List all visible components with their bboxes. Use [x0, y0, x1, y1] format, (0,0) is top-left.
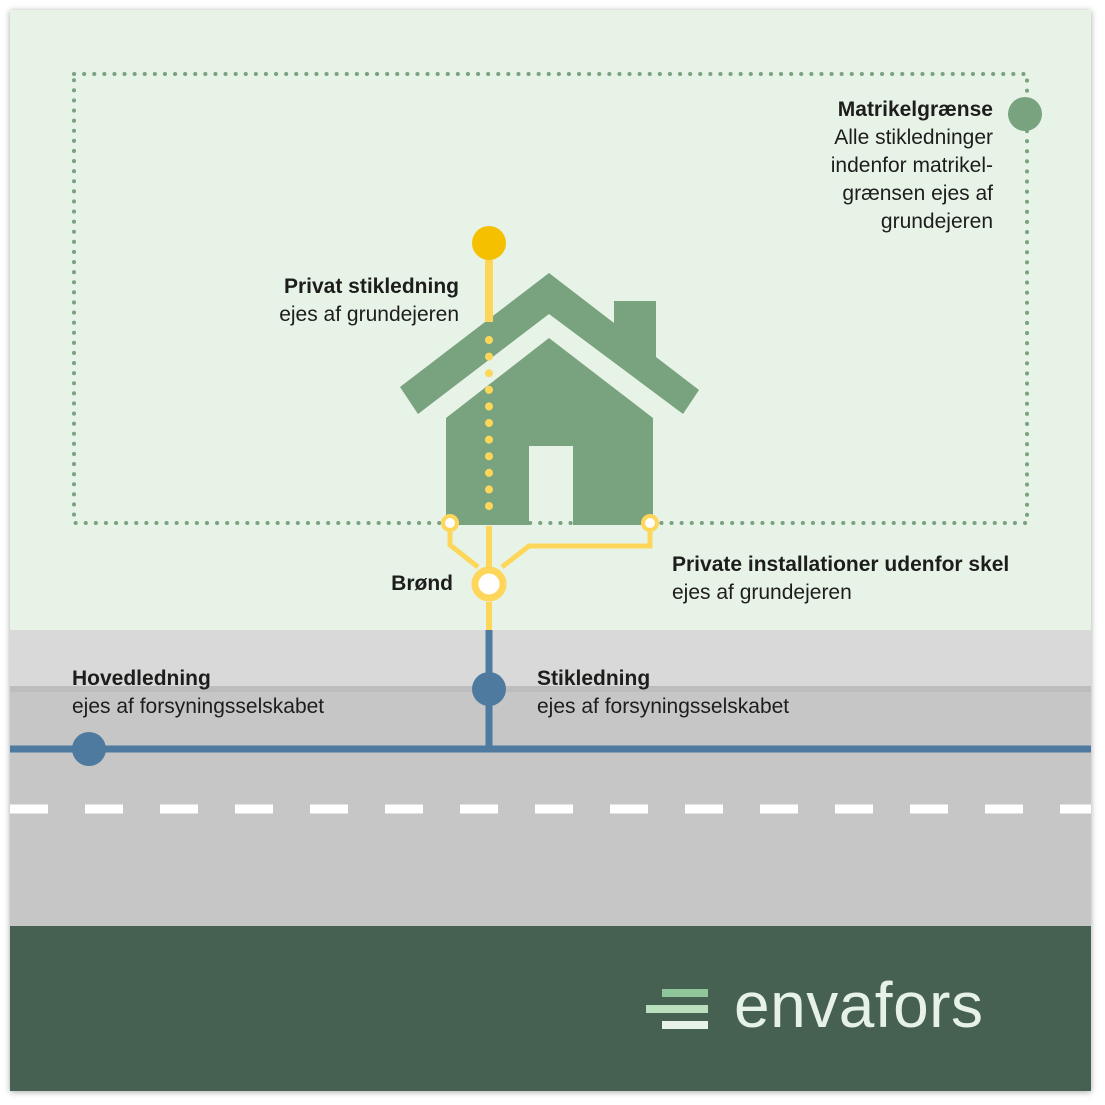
private-installations-title: Private installationer udenfor skel — [672, 553, 1010, 576]
branch-end-right — [641, 514, 659, 532]
property-boundary-title: Matrikelgrænse — [837, 98, 993, 121]
house-body — [446, 338, 653, 525]
property-lawn — [10, 10, 1091, 630]
well-title: Brønd — [391, 572, 453, 595]
boundary-marker-dot — [1008, 97, 1042, 131]
private-pipe-title: Privat stikledning — [283, 275, 459, 298]
branch-end-left — [441, 514, 459, 532]
well-label: Brønd — [391, 570, 453, 598]
private-installations-label: Private installationer udenfor skel ejes… — [672, 551, 1009, 607]
property-boundary-line — [72, 72, 1029, 525]
private-branch-left — [447, 532, 480, 569]
service-pipe-label: Stikledning ejes af forsyningsselskabet — [537, 665, 789, 721]
service-pipe-owner: ejes af forsyningsselskabet — [537, 695, 790, 718]
main-pipe-label: Hovedledning ejes af forsyningsselskabet — [72, 665, 324, 721]
main-pipe-owner: ejes af forsyningsselskabet — [72, 695, 325, 718]
main-pipe-node — [72, 732, 106, 766]
property-boundary-label: Matrikelgrænse Alle stikledninger indenf… — [831, 96, 993, 236]
private-pipe-end-node — [472, 226, 506, 260]
service-pipe-node — [472, 672, 506, 706]
footer-band — [10, 926, 1091, 1091]
service-pipe-title: Stikledning — [537, 667, 651, 690]
sidewalk — [10, 630, 1091, 688]
main-pipe-title: Hovedledning — [72, 667, 211, 690]
curb-line — [10, 686, 1091, 692]
house-roof — [400, 273, 699, 414]
diagram-canvas — [10, 10, 1091, 1091]
envafors-stripes-logo-icon — [646, 989, 708, 1029]
private-branch-right — [500, 532, 653, 569]
infographic-card: Matrikelgrænse Alle stikledninger indenf… — [10, 10, 1091, 1091]
private-pipe-owner: ejes af grundejeren — [279, 303, 459, 326]
private-installations-owner: ejes af grundejeren — [672, 581, 852, 604]
well-marker — [471, 566, 507, 602]
private-pipe-label: Privat stikledning ejes af grundejeren — [279, 273, 459, 329]
property-boundary-description: Alle stikledninger indenfor matrikel- gr… — [830, 126, 993, 233]
envafors-logo-wordmark: envafors — [734, 969, 984, 1041]
